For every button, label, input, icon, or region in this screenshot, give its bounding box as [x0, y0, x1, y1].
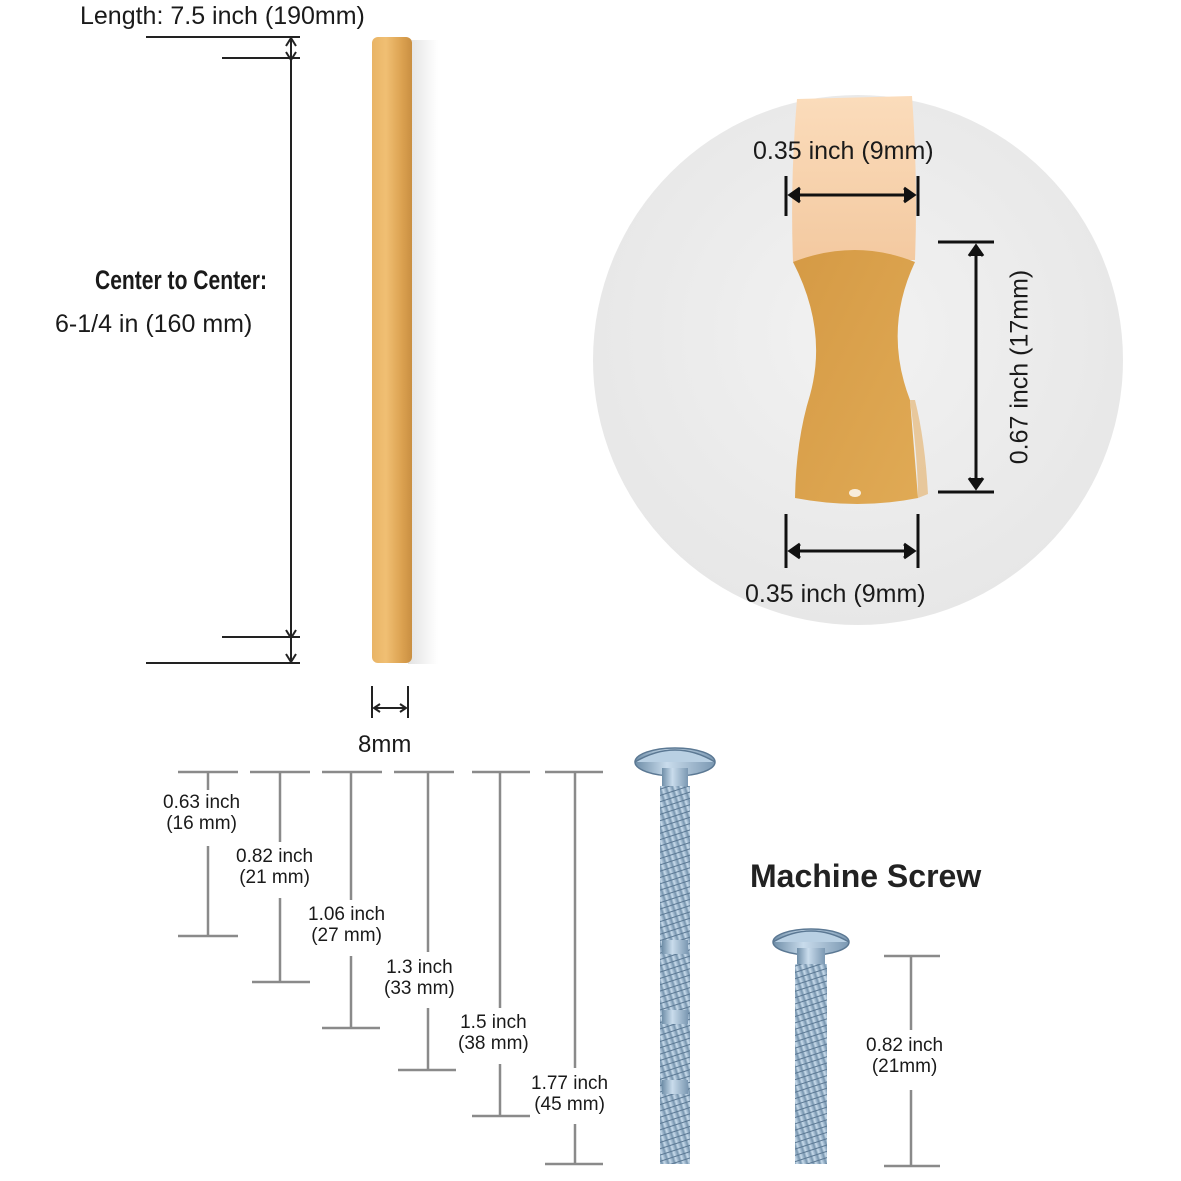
length-label: Length: 7.5 inch (190mm)	[80, 2, 365, 30]
short-screw-bracket	[884, 954, 940, 1168]
width-dimension	[371, 686, 409, 718]
short-screw	[772, 928, 850, 1164]
center-to-center-value: 6-1/4 in (160 mm)	[55, 310, 253, 338]
handle-bar	[372, 37, 412, 663]
screw-length-label: 1.77 inch(45 mm)	[531, 1073, 609, 1115]
profile-detail	[593, 95, 1123, 625]
length-dimension	[146, 36, 300, 664]
screw-length-brackets	[178, 770, 603, 1166]
long-screw	[634, 747, 716, 1164]
machine-screw-title: Machine Screw	[750, 858, 982, 894]
profile-face	[793, 250, 918, 504]
screw-length-label: 0.82 inch(21 mm)	[236, 846, 314, 888]
width-label: 8mm	[358, 731, 412, 758]
center-to-center-title: Center to Center:	[95, 265, 268, 295]
machine-screw-length-label: 0.82 inch(21mm)	[866, 1035, 944, 1077]
handle-bar-group	[372, 37, 438, 664]
profile-bottom-width-label: 0.35 inch (9mm)	[745, 580, 926, 608]
handle-bar-shadow	[408, 40, 438, 664]
profile-top-width-label: 0.35 inch (9mm)	[753, 137, 934, 165]
profile-top	[792, 96, 916, 262]
screw-length-label: 1.5 inch(38 mm)	[458, 1012, 529, 1054]
screw-length-label: 0.63 inch(16 mm)	[163, 792, 241, 834]
screw-length-label: 1.3 inch(33 mm)	[384, 957, 455, 999]
screw-length-label: 1.06 inch(27 mm)	[308, 904, 386, 946]
profile-height-label: 0.67 inch (17mm)	[1005, 269, 1034, 465]
